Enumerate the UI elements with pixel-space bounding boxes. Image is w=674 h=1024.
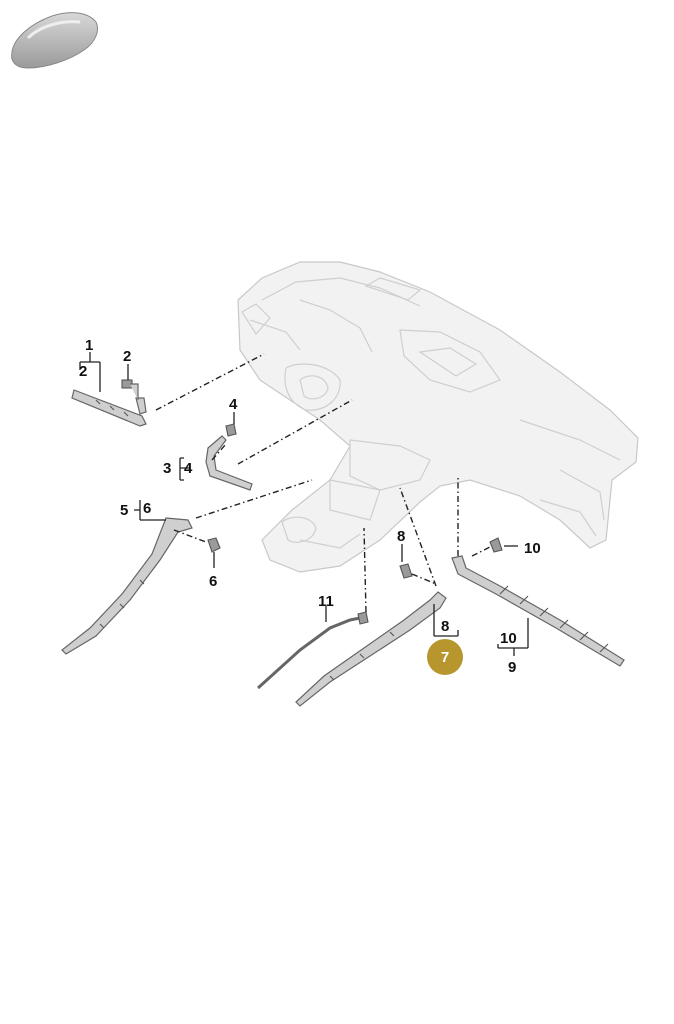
label-3: 3 <box>163 460 171 477</box>
part-3-trim-bracket[interactable] <box>205 435 253 491</box>
label-6: 6 <box>143 500 151 517</box>
part-6-clip[interactable] <box>207 537 221 553</box>
highlight-badge-7[interactable]: 7 <box>427 639 463 675</box>
label-8: 8 <box>397 528 405 545</box>
part-9-trim-strip[interactable] <box>451 555 625 667</box>
label-4: 4 <box>229 396 238 413</box>
part-4-clip[interactable] <box>225 423 237 437</box>
leader-lines <box>155 353 493 613</box>
part-1-trim-strip[interactable] <box>71 389 147 427</box>
callout-brackets <box>79 352 529 656</box>
label-6: 6 <box>209 573 217 590</box>
part-11-cable[interactable] <box>256 611 369 690</box>
part-7-trim-strip[interactable] <box>295 591 447 707</box>
label-4: 4 <box>184 460 193 477</box>
label-8: 8 <box>441 618 449 635</box>
label-2: 2 <box>123 348 131 365</box>
badge-circle <box>427 639 463 675</box>
label-10: 10 <box>500 630 517 647</box>
label-10: 10 <box>524 540 541 557</box>
part-5-side-strip[interactable] <box>61 517 193 655</box>
dashboard-assembly <box>237 261 639 573</box>
label-11: 11 <box>318 593 334 610</box>
car-silhouette-icon[interactable] <box>11 12 98 69</box>
label-7: 7 <box>441 649 449 666</box>
label-9: 9 <box>508 659 516 676</box>
part-labels: 1 2 2 3 4 4 5 6 6 8 8 9 10 10 11 <box>79 337 541 676</box>
part-2-clip[interactable] <box>121 379 139 400</box>
part-8-clip[interactable] <box>399 563 413 579</box>
label-5: 5 <box>120 502 128 519</box>
part-10-clip[interactable] <box>489 537 503 553</box>
label-2: 2 <box>79 363 87 380</box>
label-1: 1 <box>85 337 93 354</box>
